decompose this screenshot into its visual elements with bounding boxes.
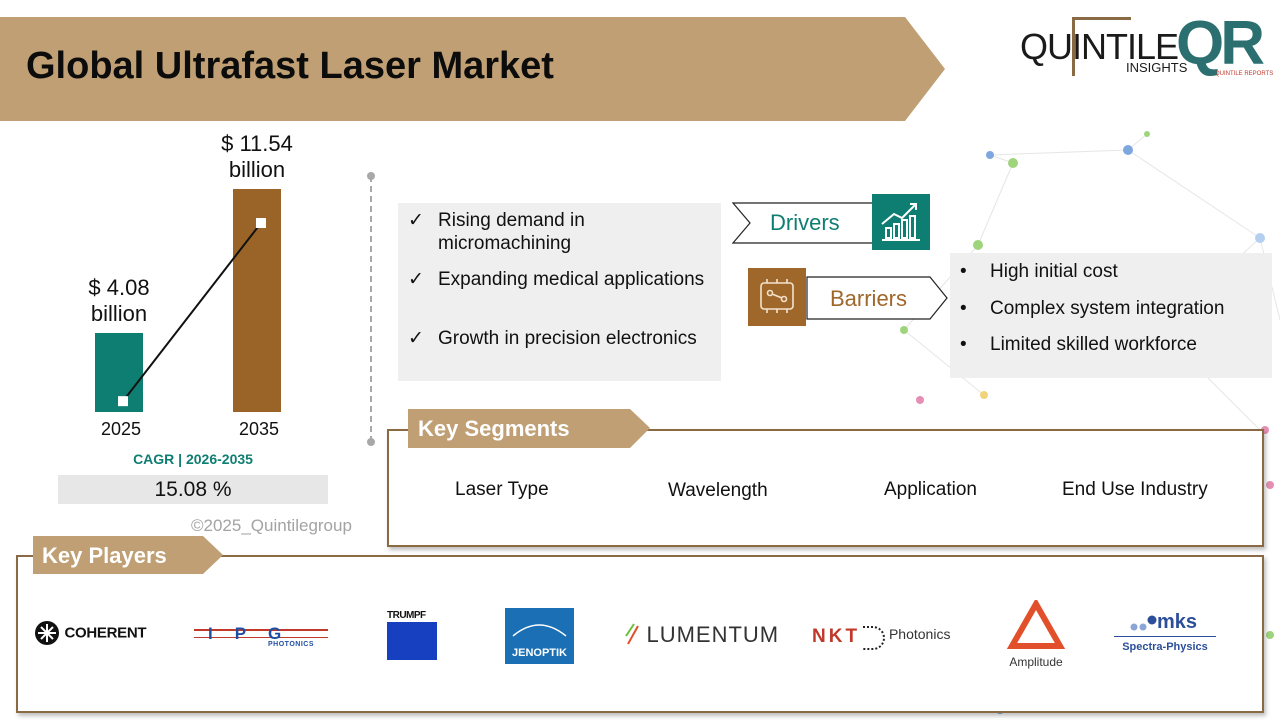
barriers-tag-shape [806, 276, 948, 320]
mks-dots-icon [1130, 615, 1157, 631]
key-segments-panel [387, 429, 1264, 547]
key-segments-heading: Key Segments [418, 416, 570, 441]
amplitude-logo: Amplitude [1004, 597, 1068, 670]
bullet-icon: • [960, 334, 967, 355]
bullet-icon: • [960, 261, 967, 282]
nkt-mark-icon [862, 626, 885, 650]
brand-logo-subtext: INSIGHTS [1126, 60, 1188, 75]
bar-value-label: $ 4.08 billion [88, 275, 150, 327]
vertical-divider [370, 176, 372, 442]
barriers-label: Barriers [830, 286, 908, 311]
key-players-tag [33, 536, 223, 574]
key-players-heading: Key Players [42, 543, 167, 568]
drivers-tag-shape [732, 202, 882, 244]
title-banner [0, 17, 945, 121]
checkmark-icon: ✓ [408, 269, 424, 290]
checkmark-icon: ✓ [408, 210, 424, 231]
checkmark-icon: ✓ [408, 328, 424, 349]
trumpf-logo: TRUMPF [387, 610, 437, 662]
x-tick-label: 2025 [100, 419, 142, 439]
divider-dot-bottom [367, 438, 375, 446]
bullet-icon: • [960, 298, 967, 319]
nkt-photonics-logo: NKT Photonics [812, 626, 950, 650]
growth-chart-icon [872, 194, 930, 250]
barriers-list: • High initial cost • Complex system int… [950, 253, 1272, 378]
x-tick-label: 2035 [238, 419, 280, 439]
brand-frame [1072, 17, 1131, 76]
divider-dot-top [367, 172, 375, 180]
cagr-value: 15.08 % [58, 475, 328, 504]
coherent-mark-icon [35, 621, 59, 645]
trend-point [118, 396, 128, 407]
ipg-logo: IPG PHOTONICS [194, 622, 328, 656]
trend-point [256, 218, 266, 228]
cagr-label: CAGR | 2026-2035 [133, 451, 253, 467]
mks-spectra-physics-logo: mks Spectra-Physics [1114, 608, 1216, 658]
lumentum-logo: LUMENTUM [624, 622, 779, 648]
segment-item: Laser Type [455, 479, 549, 500]
amplitude-triangle-icon [1006, 597, 1066, 649]
drivers-label: Drivers [770, 210, 840, 235]
coherent-logo: COHERENT [34, 620, 147, 646]
brand-logo-text: QUINTILE [1020, 26, 1179, 67]
trend-line-segment [122, 222, 262, 402]
bar-value-label: $ 11.54 billion [221, 131, 293, 182]
segment-item: Application [884, 479, 977, 500]
copyright-text: ©2025_Quintilegroup [191, 516, 352, 535]
jenoptik-logo: JENOPTIK [505, 608, 574, 664]
trend-line [118, 218, 266, 407]
segment-item: End Use Industry [1062, 479, 1208, 500]
segment-item: Wavelength [668, 480, 768, 501]
circuit-board-icon [748, 268, 806, 326]
lumentum-mark-icon [625, 623, 639, 645]
qr-logo-subtext: QUINTILE REPORTS [1215, 71, 1274, 77]
page-title: Global Ultrafast Laser Market [26, 45, 554, 87]
key-segments-tag [408, 409, 650, 448]
market-size-chart: $ 4.08 billion 2025 $ 11.54 billion 2035 [0, 0, 380, 460]
drivers-list: ✓ Rising demand in micromachining ✓ Expa… [398, 203, 721, 381]
qr-logo: QR [1176, 9, 1265, 78]
